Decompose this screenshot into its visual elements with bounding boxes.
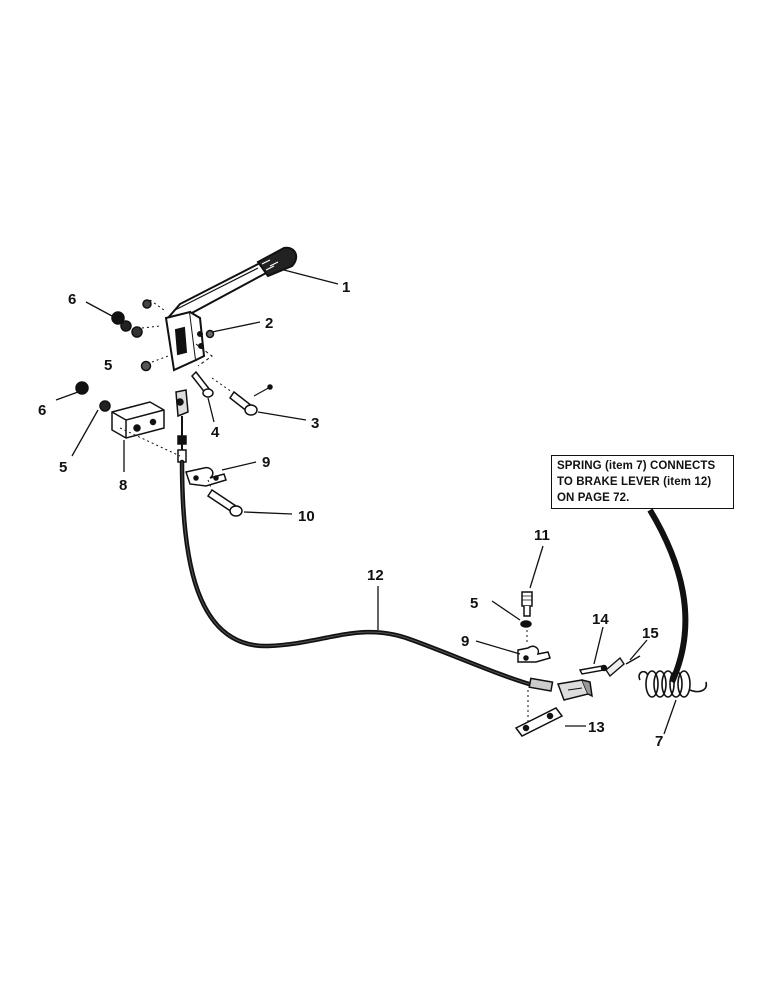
clevis-pins xyxy=(191,370,273,416)
callout-13: 13 xyxy=(588,719,605,736)
callout-3: 3 xyxy=(311,415,319,432)
upper-cable-clip-and-bolt xyxy=(185,466,243,517)
callout-15: 15 xyxy=(642,625,659,642)
callout-7: 7 xyxy=(655,733,663,750)
callout-11: 11 xyxy=(534,527,550,544)
cable-lower-clevis xyxy=(528,677,593,701)
callout-2: 2 xyxy=(265,315,273,332)
note-pointer xyxy=(647,508,689,684)
lower-clip-bolt-washer xyxy=(517,591,551,663)
callout-5-upper: 5 xyxy=(104,357,112,374)
callout-9-lower: 9 xyxy=(461,633,469,650)
upper-nuts-washers xyxy=(111,299,215,372)
callout-6-left: 6 xyxy=(38,402,46,419)
hand-brake-lever xyxy=(164,246,298,372)
callout-6-upper: 6 xyxy=(68,291,76,308)
callout-9-upper: 9 xyxy=(262,454,270,471)
callout-8: 8 xyxy=(119,477,127,494)
note-line-2: TO BRAKE LEVER (item 12) xyxy=(557,476,712,488)
callout-14: 14 xyxy=(592,611,609,628)
cable-upper-end xyxy=(175,389,189,463)
callout-5-lower: 5 xyxy=(470,595,478,612)
callout-10: 10 xyxy=(298,508,315,525)
note-line-1: SPRING (item 7) CONNECTS xyxy=(557,460,716,472)
callout-12: 12 xyxy=(367,567,384,584)
brake-cable xyxy=(179,459,539,689)
callout-1: 1 xyxy=(342,279,350,296)
leader-lines xyxy=(55,269,677,735)
mounting-plate xyxy=(514,690,564,737)
callout-5-left: 5 xyxy=(59,459,67,476)
cotter-pin-and-pin xyxy=(578,655,641,678)
note-line-3: ON PAGE 72. xyxy=(557,492,630,504)
spring-connection-note: SPRING (item 7) CONNECTS TO BRAKE LEVER … xyxy=(551,455,734,509)
callout-labels: 1 2 3 4 5 5 5 6 6 7 8 9 9 10 11 12 13 14… xyxy=(38,279,663,750)
callout-4: 4 xyxy=(211,424,220,441)
mounting-block xyxy=(75,381,181,457)
